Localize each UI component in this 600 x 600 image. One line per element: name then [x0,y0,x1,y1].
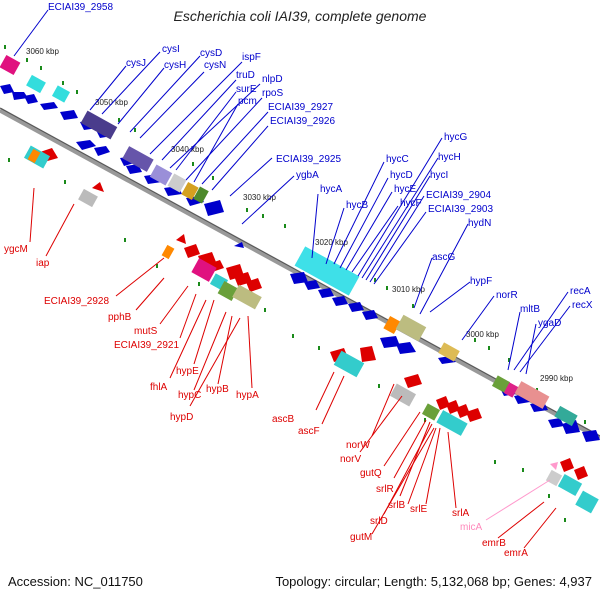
gene-label: ispF [242,52,261,63]
gene-label: fhlA [150,382,168,393]
gene-label: norV [340,454,361,465]
gene-label: ygaD [538,318,561,329]
gene-label: surE [236,84,257,95]
gene-label: hycI [430,170,448,181]
gene-label: ygbA [296,170,319,181]
genome-summary: Topology: circular; Length: 5,132,068 bp… [275,574,592,589]
gene-label: hypB [206,384,229,395]
gene-label: cysH [164,60,186,71]
gene-label: srlD [370,516,388,527]
gene-label: hypD [170,412,193,423]
gene-label: emrB [482,538,506,549]
gene-label: gutM [350,532,372,543]
gene-label: srlA [452,508,470,519]
scale-label: 3040 kbp [171,145,204,154]
ncrna-leader-line [485,479,551,521]
scale-label: 3010 kbp [392,285,425,294]
gene-label: hycG [444,132,468,143]
gene-label: norR [496,290,518,301]
gene-label: hypA [236,390,259,401]
upper-gene-blocks [0,54,578,427]
gene-label: mltB [520,304,540,315]
genome-title: Escherichia coli IAI39, complete genome [173,8,427,24]
gene-label: ECIAI39_2926 [270,116,335,127]
gene-label: hypE [176,366,199,377]
gene-label: hycD [390,170,413,181]
gene-label: ECIAI39_2925 [276,154,341,165]
gene-label: srlR [376,484,394,495]
scale-label: 3050 kbp [95,98,128,107]
scale-label: 3060 kbp [26,47,59,56]
gene-label: pcm [238,96,257,107]
gene-label: hycE [394,184,417,195]
gene-label: norW [346,440,370,451]
gene-label: emrA [504,548,528,559]
gene-label: cysN [204,60,226,71]
gene-label: iap [36,258,50,269]
gene-label: hycA [320,184,343,195]
scale-label: 3000 kbp [466,330,499,339]
gene-label: gutQ [360,468,382,479]
gene-label: hydN [468,218,491,229]
gene-label: recA [570,286,591,297]
gene-label: hycB [346,200,369,211]
gene-label: ascB [272,414,295,425]
gene-label: hycF [400,198,422,209]
gene-label: cysD [200,48,222,59]
gene-label: ECIAI39_2904 [426,190,491,201]
gene-label: cysJ [126,58,146,69]
gene-label: hycH [438,152,461,163]
gene-label: mutS [134,326,158,337]
gene-label: ECIAI39_2921 [114,340,179,351]
gene-label: recX [572,300,593,311]
gene-label: hypC [178,390,201,401]
gene-label: ascG [432,252,456,263]
reverse-labels: ygcM iap ECIAI39_2928 pphB mutS ECIAI39_… [4,244,528,559]
gene-label: srlB [388,500,406,511]
forward-leader-lines [13,9,571,375]
gene-label: ECIAI39_2927 [268,102,333,113]
gene-label: ygcM [4,244,28,255]
gene-label: ECIAI39_2958 [48,2,113,13]
lower-gene-blocks [23,145,599,514]
gene-label: truD [236,70,255,81]
scale-label: 3020 kbp [315,238,348,247]
gene-label: srlE [410,504,428,515]
gene-label: ECIAI39_2903 [428,204,493,215]
gene-label: rpoS [262,88,283,99]
reverse-leader-lines [29,187,557,549]
gene-label: hycC [386,154,409,165]
scale-label: 2990 kbp [540,374,573,383]
gene-label: ascF [298,426,320,437]
gene-label-ncrna: micA [460,522,483,533]
gene-label: cysI [162,44,180,55]
forward-labels: ECIAI39_2958 cysJ cysI cysH cysD cysN is… [48,2,593,329]
gene-label: ECIAI39_2928 [44,296,109,307]
scale-label: 3030 kbp [243,193,276,202]
gene-label: pphB [108,312,132,323]
accession-text: Accession: NC_011750 [8,574,143,589]
scale-ticks [4,45,586,522]
gene-label: nlpD [262,74,283,85]
gene-label: hypF [470,276,492,287]
